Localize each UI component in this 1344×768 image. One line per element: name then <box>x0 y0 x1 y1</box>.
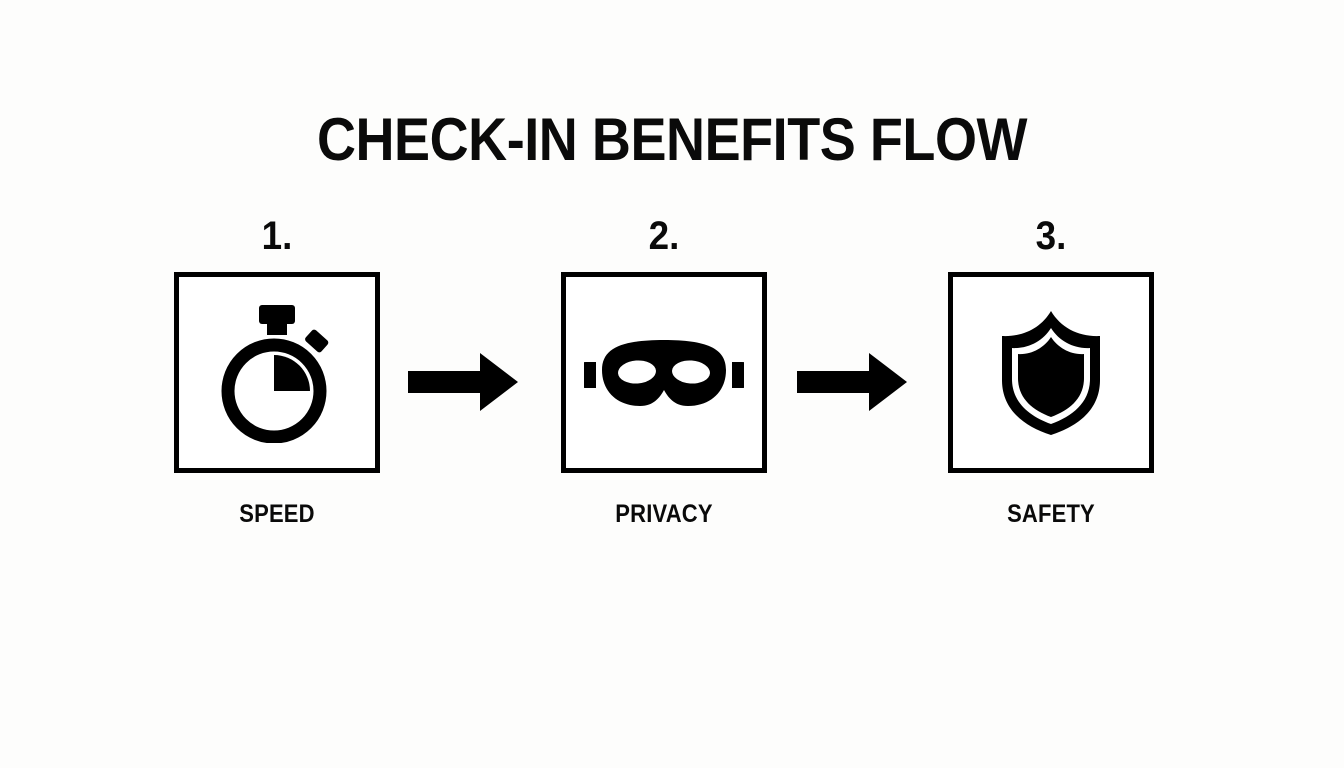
step-number-1: 1. <box>261 214 293 258</box>
flow-connector-1 <box>408 351 520 413</box>
step-label-safety: SAFETY <box>1007 500 1095 528</box>
process-flow: 1. SPEED <box>0 213 1344 553</box>
flow-step-safety[interactable]: 3. SAFETY <box>946 213 1156 543</box>
step-number-3: 3. <box>1035 214 1067 258</box>
arrow-right-icon <box>408 353 518 411</box>
flow-connector-2 <box>797 351 909 413</box>
flow-step-speed[interactable]: 1. SPEED <box>172 213 382 543</box>
arrow-right-icon <box>797 353 907 411</box>
step-icon-box-2[interactable] <box>561 272 767 473</box>
flow-step-privacy[interactable]: 2. PRIVACY <box>559 213 769 543</box>
shield-icon <box>1002 310 1100 435</box>
privacy-mask-icon <box>584 339 744 406</box>
step-label-privacy: PRIVACY <box>615 500 713 528</box>
stopwatch-icon <box>221 304 329 443</box>
step-label-speed: SPEED <box>239 500 315 528</box>
step-number-2: 2. <box>648 214 680 258</box>
step-icon-box-3[interactable] <box>948 272 1154 473</box>
step-icon-box-1[interactable] <box>174 272 380 473</box>
page-title: CHECK-IN BENEFITS FLOW <box>316 106 1028 173</box>
